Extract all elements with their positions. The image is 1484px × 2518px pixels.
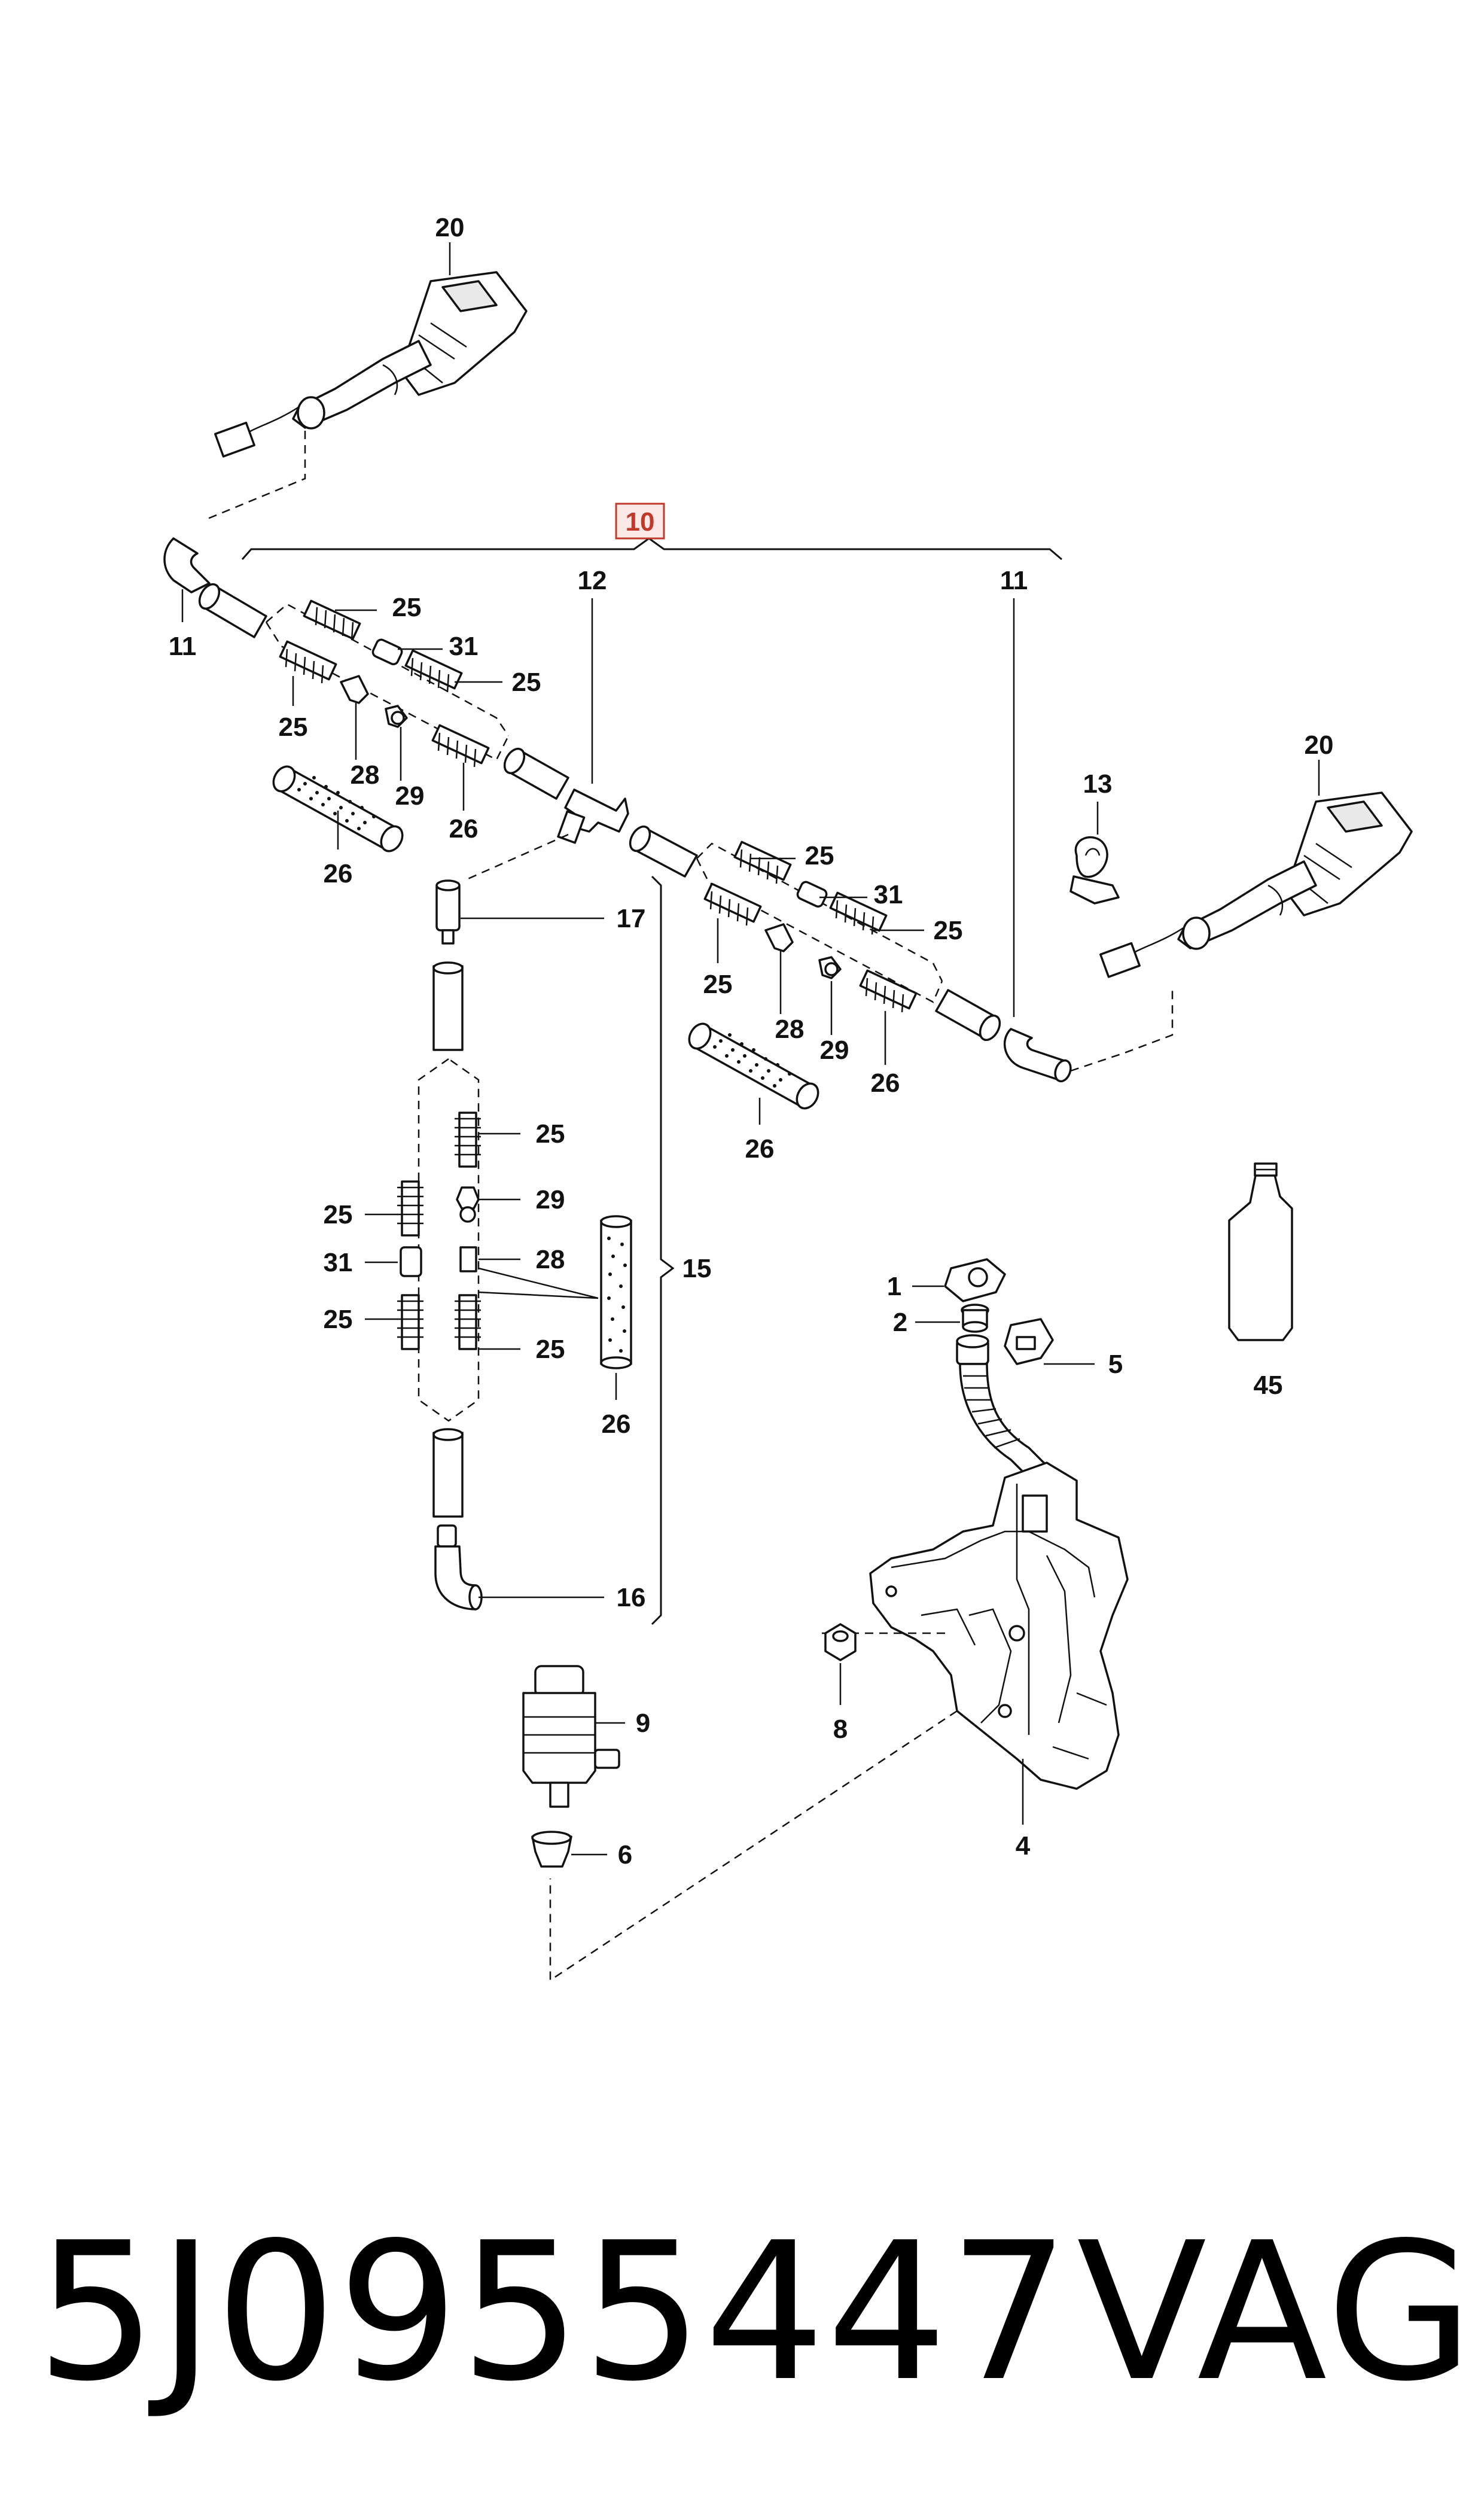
washer-fluid-bottle — [1228, 1162, 1293, 1341]
washer-reservoir — [869, 1462, 1129, 1790]
callout-25-c: 25 — [279, 713, 308, 742]
filler-cap-1 — [944, 1258, 1006, 1302]
callout-25-i: 25 — [324, 1305, 353, 1334]
washer-nozzle-right — [1099, 791, 1413, 978]
callout-15: 15 — [682, 1254, 712, 1283]
callout-25-a: 25 — [392, 593, 422, 622]
callout-45: 45 — [1254, 1371, 1283, 1400]
callout-25-b: 25 — [512, 668, 541, 697]
hose-vertical-upper — [432, 961, 464, 1051]
bracket-5 — [1004, 1318, 1054, 1365]
hose-segment-center-right — [629, 825, 698, 878]
grommet-6 — [531, 1831, 572, 1868]
callout-17: 17 — [617, 904, 646, 933]
washer-nozzle-left — [214, 271, 528, 458]
callout-31-c: 31 — [324, 1248, 353, 1277]
hose-adapter-17 — [435, 879, 461, 945]
sleeve-left — [272, 765, 404, 852]
brace-15 — [651, 875, 675, 1625]
hose-elbow-16 — [434, 1524, 483, 1610]
callout-5: 5 — [1108, 1350, 1123, 1379]
callout-16: 16 — [617, 1583, 646, 1612]
callout-25-f: 25 — [703, 970, 733, 999]
hose-segment-upper-left — [198, 583, 267, 638]
callout-25-e: 25 — [934, 916, 963, 945]
callout-28-b: 28 — [775, 1015, 805, 1044]
callout-2: 2 — [893, 1308, 907, 1337]
hose-segment-right-end — [935, 989, 1001, 1042]
callout-4: 4 — [1016, 1831, 1031, 1861]
callout-8: 8 — [833, 1715, 848, 1744]
seal-ring-2 — [961, 1304, 989, 1333]
washer-pump — [522, 1665, 620, 1808]
callout-20-top: 20 — [435, 213, 465, 242]
callout-10-highlighted[interactable]: 10 — [626, 507, 655, 537]
hose-segment-center-left — [503, 747, 569, 800]
connector-group-vertical — [397, 1112, 481, 1350]
brand-caption: VAG — [1077, 2202, 1476, 2423]
callout-25-g: 25 — [536, 1119, 565, 1149]
hose-clip — [1069, 836, 1120, 905]
hose-vertical-lower — [432, 1428, 464, 1518]
callout-31-b: 31 — [874, 880, 903, 909]
callout-26-b: 26 — [324, 859, 353, 888]
callout-1: 1 — [887, 1272, 901, 1301]
nut-8 — [824, 1623, 857, 1661]
callout-28-a: 28 — [351, 760, 380, 790]
assembly-brace — [241, 537, 1062, 561]
callout-12: 12 — [578, 566, 607, 595]
callout-9: 9 — [636, 1709, 650, 1738]
hose-elbow-left — [163, 537, 211, 593]
part-number-caption: 5J0955447 — [36, 2202, 1071, 2423]
callout-11-right: 11 — [1000, 566, 1028, 595]
sleeve-vertical — [600, 1215, 632, 1369]
callout-29-a: 29 — [395, 781, 425, 811]
callout-26-d: 26 — [745, 1134, 775, 1164]
sleeve-right — [688, 1022, 819, 1110]
callout-10-box[interactable] — [615, 503, 665, 540]
callout-26-c: 26 — [871, 1068, 900, 1098]
callout-11-left: 11 — [169, 632, 197, 661]
callout-28-c: 28 — [536, 1245, 565, 1274]
callout-6: 6 — [618, 1840, 632, 1870]
hose-elbow-right — [1004, 1028, 1072, 1083]
callout-26-a: 26 — [449, 814, 479, 844]
callout-25-h: 25 — [324, 1200, 353, 1229]
callout-20-right: 20 — [1305, 730, 1334, 760]
connector-group-right — [703, 841, 918, 1013]
callout-25-j: 25 — [536, 1335, 565, 1364]
callout-31-a: 31 — [449, 632, 479, 661]
callout-26-e: 26 — [602, 1409, 631, 1439]
callout-25-d: 25 — [805, 841, 834, 870]
callout-29-b: 29 — [820, 1036, 849, 1065]
callout-29-c: 29 — [536, 1185, 565, 1214]
callout-13: 13 — [1083, 769, 1113, 799]
connector-group-left — [279, 599, 490, 768]
t-connector — [557, 788, 629, 844]
